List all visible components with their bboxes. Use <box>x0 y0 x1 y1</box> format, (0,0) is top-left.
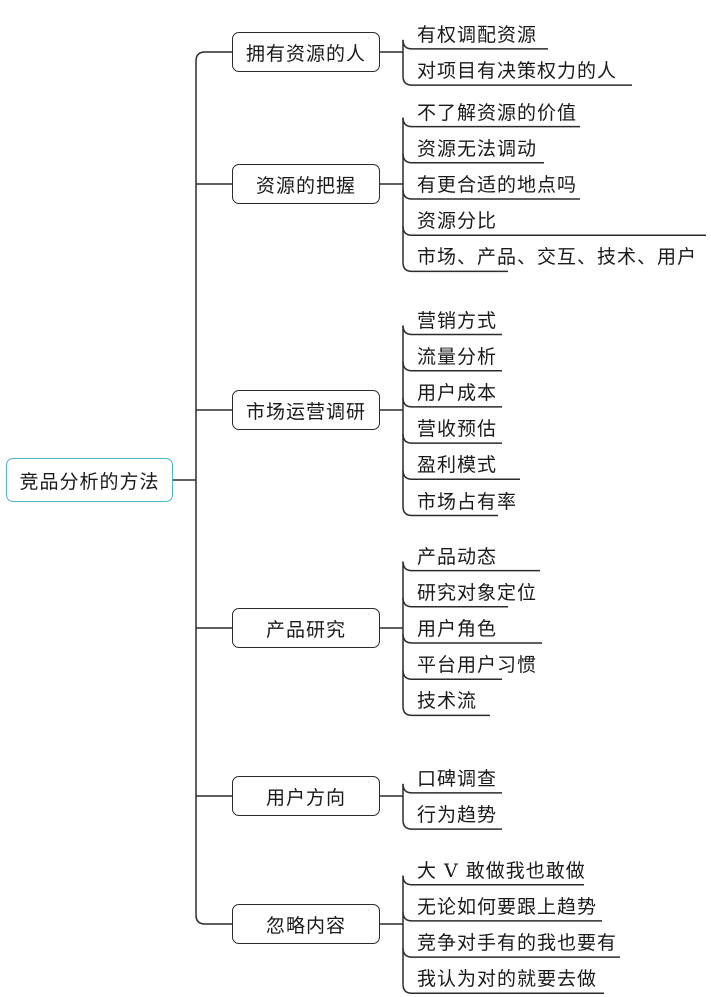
leaf-item: 不了解资源的价值 <box>417 101 578 124</box>
leaf-underline <box>402 820 502 830</box>
leaf-item: 平台用户习惯 <box>417 654 538 677</box>
leaf-item: 营销方式 <box>417 309 498 332</box>
leaf-item: 技术流 <box>417 690 478 713</box>
leaf-item: 流量分析 <box>417 345 498 368</box>
leaf-item: 有更合适的地点吗 <box>417 174 578 196</box>
branch-connector <box>195 914 232 925</box>
leaf-item: 研究对象定位 <box>417 581 538 604</box>
leaf-item: 口碑调查 <box>417 767 498 790</box>
leaf-item: 市场占有率 <box>417 490 518 513</box>
leaf-item: 营收预估 <box>417 418 498 441</box>
branch-node: 资源的把握 <box>232 164 380 204</box>
branch-node: 拥有资源的人 <box>232 32 380 72</box>
leaf-underline <box>402 76 632 86</box>
leaf-item: 行为趋势 <box>417 804 498 827</box>
leaf-underline <box>402 506 498 517</box>
root-node: 竞品分析的方法 <box>6 458 173 502</box>
leaf-item: 盈利模式 <box>417 454 498 477</box>
branch-node: 用户方向 <box>232 776 380 816</box>
branch-node: 市场运营调研 <box>232 390 380 430</box>
leaf-item: 资源无法调动 <box>417 137 538 160</box>
leaf-item: 无论如何要跟上趋势 <box>417 895 598 918</box>
leaf-item: 竞争对手有的我也要有 <box>417 932 618 955</box>
leaf-item: 有权调配资源 <box>417 23 538 46</box>
leaf-item: 我认为对的就要去做 <box>417 968 598 991</box>
leaf-underline <box>402 984 604 995</box>
leaf-underline <box>402 706 490 717</box>
leaf-underline <box>402 262 508 273</box>
branch-node: 忽略内容 <box>232 904 380 944</box>
leaf-item: 用户角色 <box>417 618 498 640</box>
leaf-item: 对项目有决策权力的人 <box>417 60 618 83</box>
branch-node: 产品研究 <box>232 608 380 648</box>
leaf-item: 用户成本 <box>417 381 498 404</box>
leaf-item: 市场、产品、交互、技术、用户 <box>417 246 698 269</box>
leaf-item: 资源分比 <box>417 210 498 233</box>
leaf-item: 产品动态 <box>417 545 498 568</box>
branch-connector <box>195 51 232 62</box>
leaf-item: 大 V 敢做我也敢做 <box>417 859 586 882</box>
